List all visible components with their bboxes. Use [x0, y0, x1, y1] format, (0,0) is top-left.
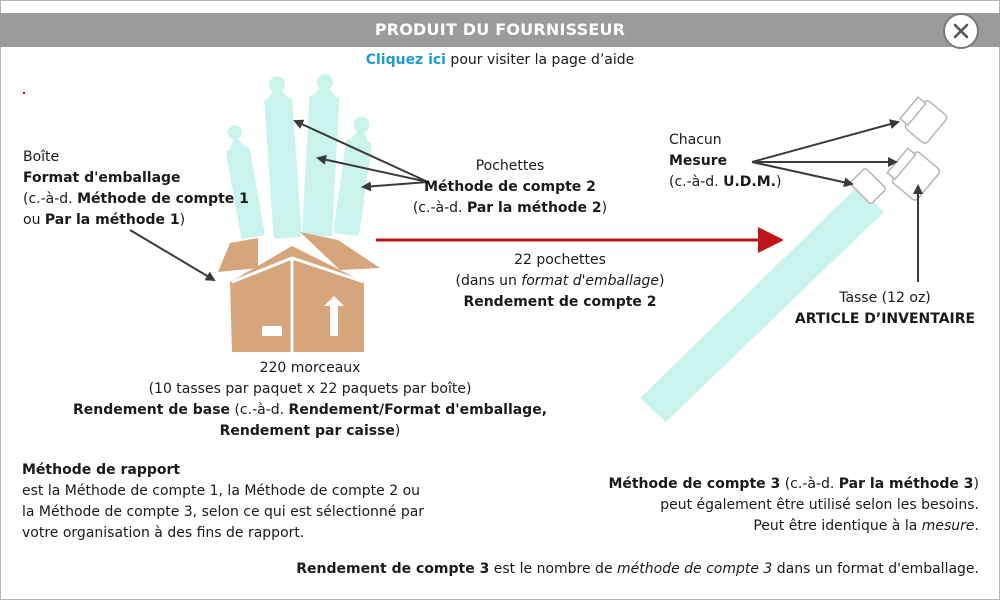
yield2-label-line2-suffix: )	[659, 273, 665, 289]
arrow-to-cup-1	[751, 119, 900, 163]
each-label-line3-prefix: (c.-à-d.	[669, 174, 724, 190]
yield3-italic: méthode de compte 3	[617, 561, 773, 577]
pouches-label-line3-prefix: (c.-à-d.	[412, 200, 467, 216]
help-link[interactable]: Cliquez ici	[365, 52, 446, 68]
help-text: pour visiter la page d’aide	[445, 52, 635, 68]
method3-block: Méthode de compte 3 (c.-à-d. Par la méth…	[560, 474, 979, 537]
marker-dot	[23, 92, 25, 94]
report-method-line2: la Méthode de compte 3, selon ce qui est…	[22, 504, 425, 520]
each-label-line2: Mesure	[669, 153, 728, 169]
each-label: Chacun Mesure (c.-à-d. U.D.M.)	[669, 130, 781, 193]
yield2-label-line2-prefix: (dans un	[455, 273, 522, 289]
report-method-block: Méthode de rapport est la Méthode de com…	[22, 460, 424, 544]
each-label-line1: Chacun	[669, 132, 722, 148]
arrow-to-pouch-1	[293, 119, 429, 183]
base-yield-line3-bold: Rendement de base	[72, 402, 231, 418]
yield3-line: Rendement de compte 3 est le nombre de m…	[280, 559, 979, 580]
window-title: PRODUIT DU FOURNISSEUR	[0, 13, 1000, 47]
yield3-normal1: est le nombre de	[489, 561, 618, 577]
close-button[interactable]	[943, 13, 979, 49]
method3-line2: peut également être utilisé selon les be…	[660, 497, 979, 513]
method3-line3-prefix: Peut être identique à la	[753, 518, 922, 534]
box-label-line2: Format d'emballage	[23, 170, 181, 186]
pouches-label-line3-suffix: )	[601, 200, 608, 216]
arrow-to-cup-3	[751, 161, 854, 188]
base-yield-line1: 220 morceaux	[259, 360, 361, 376]
base-yield-line3-normal: (c.-à-d.	[230, 402, 289, 418]
box-label-line3-prefix: (c.-à-d.	[23, 191, 78, 207]
pouches-label-line3-bold: Par la méthode 2	[466, 200, 602, 216]
box-label-line4-suffix: )	[179, 212, 186, 228]
each-label-line3-suffix: )	[775, 174, 782, 190]
pouches-label-line2: Méthode de compte 2	[424, 179, 596, 195]
close-icon	[953, 23, 969, 39]
box-label-line4-bold: Par la méthode 1	[44, 212, 180, 228]
pouches-label: Pochettes Méthode de compte 2 (c.-à-d. P…	[410, 156, 610, 219]
yield3-bold: Rendement de compte 3	[296, 561, 490, 577]
method3-line3-italic: mesure	[921, 518, 975, 534]
method3-normal2: )	[973, 476, 979, 492]
cup-label-line1: Tasse (12 oz)	[839, 290, 931, 306]
box-label-line4-prefix: ou	[23, 212, 45, 228]
base-yield-line4-bold: Rendement par caisse	[219, 423, 395, 439]
base-yield-label: 220 morceaux (10 tasses par paquet x 22 …	[40, 358, 580, 442]
yield2-label: 22 pochettes (dans un format d'emballage…	[410, 250, 710, 313]
yield3-normal2: dans un format d'emballage.	[772, 561, 979, 577]
help-line: Cliquez ici pour visiter la page d’aide	[0, 52, 1000, 68]
cup-sleeve-illustration	[640, 96, 948, 422]
box-label: Boîte Format d'emballage (c.-à-d. Méthod…	[23, 147, 249, 231]
cup-label: Tasse (12 oz) ARTICLE D’INVENTAIRE	[770, 288, 1000, 330]
arrow-to-pouch-3	[361, 181, 429, 192]
base-yield-line4-suffix: )	[394, 423, 401, 439]
yield2-label-line2-italic: format d'emballage	[521, 273, 659, 289]
method3-normal1: (c.-à-d.	[780, 476, 839, 492]
each-label-line3-bold: U.D.M.	[723, 174, 776, 190]
report-method-line3: votre organisation à des fins de rapport…	[22, 525, 305, 541]
pointer-arrows	[129, 119, 923, 282]
method3-line3-suffix: .	[974, 518, 979, 534]
report-method-line1: est la Méthode de compte 1, la Méthode d…	[22, 483, 421, 499]
report-method-title: Méthode de rapport	[22, 462, 181, 478]
box-label-line3-bold: Méthode de compte 1	[77, 191, 249, 207]
base-yield-line3-bold2: Rendement/Format d'emballage,	[288, 402, 548, 418]
arrow-to-box	[129, 229, 216, 282]
base-yield-line2: (10 tasses par paquet x 22 paquets par b…	[148, 381, 472, 397]
pouches-label-line1: Pochettes	[475, 158, 545, 174]
yield2-label-line1: 22 pochettes	[514, 252, 606, 268]
cup-label-line2: ARTICLE D’INVENTAIRE	[794, 311, 976, 327]
yield2-label-line3: Rendement de compte 2	[463, 294, 657, 310]
arrow-to-pouch-2	[316, 154, 429, 183]
box-illustration	[218, 232, 380, 352]
method3-bold2: Par la méthode 3	[838, 476, 974, 492]
method3-bold1: Méthode de compte 3	[608, 476, 781, 492]
box-label-line1: Boîte	[23, 149, 60, 165]
